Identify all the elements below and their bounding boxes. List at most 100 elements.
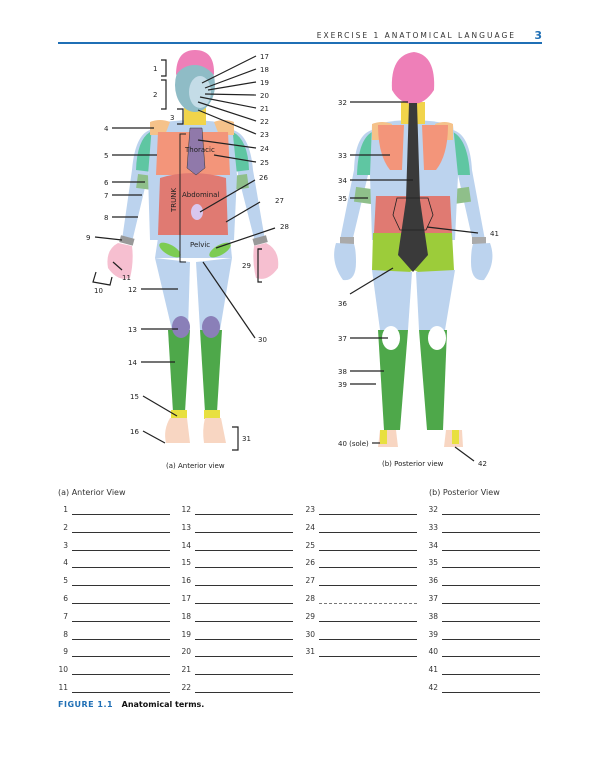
answer-line[interactable] bbox=[72, 639, 170, 640]
answer-line[interactable] bbox=[72, 550, 170, 551]
answer-line[interactable] bbox=[195, 585, 293, 586]
svg-text:37: 37 bbox=[338, 335, 347, 343]
svg-text:17: 17 bbox=[260, 53, 269, 61]
region-label-trunk: TRUNK bbox=[170, 188, 178, 213]
running-title: EXERCISE 1 ANATOMICAL LANGUAGE bbox=[316, 31, 516, 40]
svg-text:7: 7 bbox=[104, 192, 108, 200]
svg-text:3: 3 bbox=[170, 114, 174, 122]
svg-text:21: 21 bbox=[260, 105, 269, 113]
svg-text:1: 1 bbox=[153, 65, 157, 73]
answer-line[interactable] bbox=[319, 621, 417, 622]
anterior-number-labels: 1 2 3 4 5 6 7 8 9 10 11 12 13 14 15 16 1… bbox=[86, 53, 289, 470]
answer-line[interactable] bbox=[195, 550, 293, 551]
answer-line[interactable] bbox=[72, 514, 170, 515]
answer-line[interactable] bbox=[442, 514, 540, 515]
answer-line[interactable] bbox=[195, 639, 293, 640]
svg-text:23: 23 bbox=[260, 131, 269, 139]
svg-text:11: 11 bbox=[122, 274, 131, 282]
answer-line[interactable] bbox=[195, 532, 293, 533]
region-label-pelvic: Pelvic bbox=[190, 241, 210, 249]
answer-line[interactable] bbox=[442, 585, 540, 586]
answer-line[interactable] bbox=[72, 567, 170, 568]
svg-text:16: 16 bbox=[130, 428, 139, 436]
region-label-abdominal: Abdominal bbox=[182, 191, 219, 199]
svg-text:27: 27 bbox=[275, 197, 284, 205]
region-label-thoracic: Thoracic bbox=[184, 146, 215, 154]
figure-caption: FIGURE 1.1 Anatomical terms. bbox=[58, 700, 204, 709]
answer-line[interactable] bbox=[319, 639, 417, 640]
answer-line[interactable] bbox=[442, 603, 540, 604]
anterior-left-leaders bbox=[92, 59, 262, 451]
svg-text:15: 15 bbox=[130, 393, 139, 401]
svg-text:39: 39 bbox=[338, 381, 347, 389]
svg-text:5: 5 bbox=[104, 152, 108, 160]
header-rule bbox=[58, 42, 542, 44]
svg-text:32: 32 bbox=[338, 99, 347, 107]
posterior-number-labels: 32 33 34 35 36 37 38 39 40 (sole) 41 42 … bbox=[338, 99, 499, 468]
answer-line[interactable] bbox=[319, 585, 417, 586]
answer-line[interactable] bbox=[72, 603, 170, 604]
svg-text:13: 13 bbox=[128, 326, 137, 334]
answer-line[interactable] bbox=[72, 585, 170, 586]
posterior-view-heading: (b) Posterior View bbox=[429, 488, 500, 497]
posterior-leaders bbox=[349, 101, 479, 462]
svg-text:18: 18 bbox=[260, 66, 269, 74]
answer-line[interactable] bbox=[442, 656, 540, 657]
svg-text:34: 34 bbox=[338, 177, 347, 185]
answer-line[interactable] bbox=[72, 656, 170, 657]
svg-text:28: 28 bbox=[280, 223, 289, 231]
answer-line[interactable] bbox=[442, 550, 540, 551]
answer-line[interactable] bbox=[442, 639, 540, 640]
svg-text:6: 6 bbox=[104, 179, 109, 187]
svg-text:4: 4 bbox=[104, 125, 109, 133]
svg-text:9: 9 bbox=[86, 234, 90, 242]
page-number: 3 bbox=[534, 29, 542, 42]
answer-line[interactable] bbox=[442, 674, 540, 675]
posterior-view-caption: (b) Posterior view bbox=[382, 460, 444, 468]
anterior-body: Thoracic Abdominal Pelvic TRUNK bbox=[107, 50, 279, 443]
svg-text:2: 2 bbox=[153, 91, 157, 99]
answer-line[interactable] bbox=[442, 621, 540, 622]
svg-text:10: 10 bbox=[94, 287, 103, 295]
answer-line[interactable] bbox=[195, 621, 293, 622]
answer-line[interactable] bbox=[442, 567, 540, 568]
answer-line[interactable] bbox=[319, 603, 417, 604]
page-header: EXERCISE 1 ANATOMICAL LANGUAGE 3 bbox=[58, 29, 542, 45]
svg-text:31: 31 bbox=[242, 435, 251, 443]
anterior-right-leaders bbox=[197, 55, 276, 339]
answer-line[interactable] bbox=[72, 621, 170, 622]
svg-text:20: 20 bbox=[260, 92, 269, 100]
answer-line[interactable] bbox=[72, 692, 170, 693]
svg-text:29: 29 bbox=[242, 262, 251, 270]
svg-text:33: 33 bbox=[338, 152, 347, 160]
answer-line[interactable] bbox=[195, 514, 293, 515]
svg-text:36: 36 bbox=[338, 300, 347, 308]
answer-line[interactable] bbox=[319, 550, 417, 551]
answer-line[interactable] bbox=[195, 603, 293, 604]
svg-text:30: 30 bbox=[258, 336, 267, 344]
svg-text:42: 42 bbox=[478, 460, 487, 468]
answer-line[interactable] bbox=[72, 674, 170, 675]
figure-caption-text: Anatomical terms. bbox=[121, 700, 205, 709]
svg-text:22: 22 bbox=[260, 118, 269, 126]
answer-line[interactable] bbox=[319, 532, 417, 533]
anterior-view-heading: (a) Anterior View bbox=[58, 488, 126, 497]
answer-line[interactable] bbox=[195, 674, 293, 675]
svg-text:19: 19 bbox=[260, 79, 269, 87]
answer-line[interactable] bbox=[319, 514, 417, 515]
answer-line[interactable] bbox=[72, 532, 170, 533]
svg-text:8: 8 bbox=[104, 214, 108, 222]
answer-line[interactable] bbox=[319, 567, 417, 568]
answer-line[interactable] bbox=[195, 567, 293, 568]
answer-line[interactable] bbox=[195, 692, 293, 693]
svg-text:38: 38 bbox=[338, 368, 347, 376]
svg-text:25: 25 bbox=[260, 159, 269, 167]
svg-text:14: 14 bbox=[128, 359, 137, 367]
answer-line[interactable] bbox=[319, 656, 417, 657]
figure-number: FIGURE 1.1 bbox=[58, 700, 114, 709]
answer-line[interactable] bbox=[442, 692, 540, 693]
anatomy-figure: Thoracic Abdominal Pelvic TRUNK bbox=[86, 50, 499, 470]
svg-text:26: 26 bbox=[259, 174, 268, 182]
answer-line[interactable] bbox=[442, 532, 540, 533]
answer-line[interactable] bbox=[195, 656, 293, 657]
